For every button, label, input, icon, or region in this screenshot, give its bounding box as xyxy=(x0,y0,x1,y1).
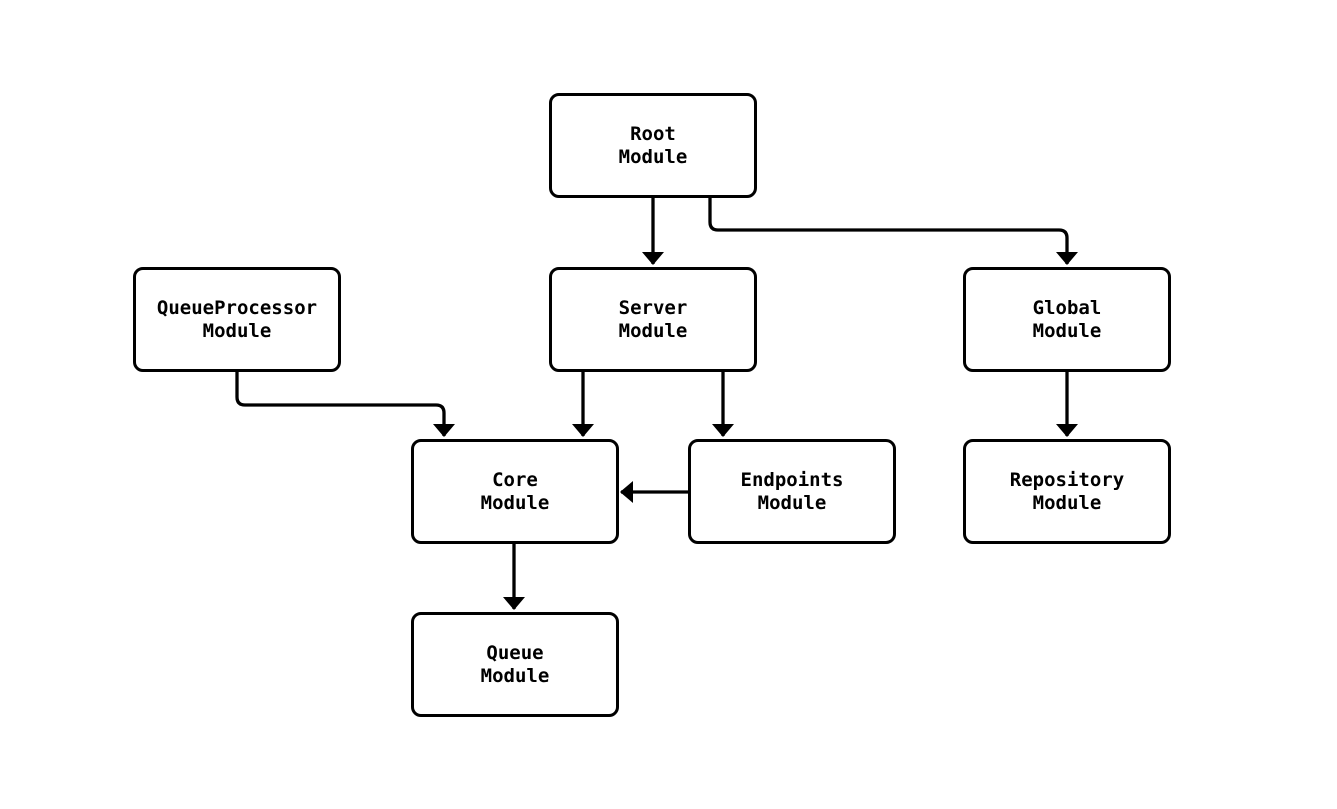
node-global-module: Global Module xyxy=(963,267,1171,372)
node-endpoints-module: Endpoints Module xyxy=(688,439,896,544)
node-root-module-label: Root Module xyxy=(618,122,688,168)
node-queue-module: Queue Module xyxy=(411,612,619,717)
node-queueprocessor-module: QueueProcessor Module xyxy=(133,267,341,372)
node-queue-module-label: Queue Module xyxy=(480,641,550,687)
node-core-module: Core Module xyxy=(411,439,619,544)
node-global-module-label: Global Module xyxy=(1032,296,1102,342)
node-queueprocessor-module-label: QueueProcessor Module xyxy=(156,296,318,342)
node-core-module-label: Core Module xyxy=(480,468,550,514)
edge-root-to-global xyxy=(708,198,1078,265)
node-repository-module-label: Repository Module xyxy=(1009,468,1125,514)
edge-queueprocessor-to-core xyxy=(235,372,455,437)
node-server-module-label: Server Module xyxy=(618,296,688,342)
node-endpoints-module-label: Endpoints Module xyxy=(740,468,844,514)
node-root-module: Root Module xyxy=(549,93,757,198)
node-repository-module: Repository Module xyxy=(963,439,1171,544)
node-server-module: Server Module xyxy=(549,267,757,372)
